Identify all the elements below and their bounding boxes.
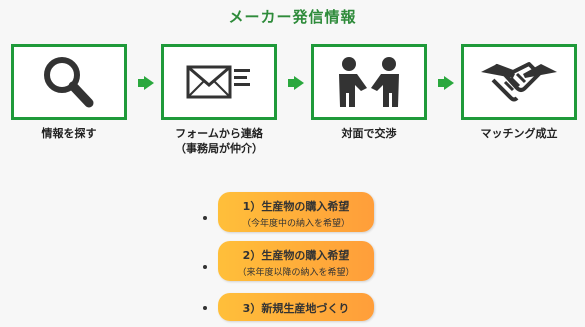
step-label-search: 情報を探す [0, 126, 139, 141]
bullet-point [203, 265, 207, 269]
step-box-negotiate [311, 44, 427, 120]
handshake-icon [481, 62, 557, 102]
envelope-icon [186, 65, 250, 99]
people-meeting-icon [339, 57, 399, 107]
step-label-matching: マッチング成立 [449, 126, 585, 141]
page-title: メーカー発信情報 [228, 8, 357, 26]
bullet-point [203, 306, 207, 310]
magnifier-icon [44, 57, 94, 108]
step-box-matching [461, 44, 577, 120]
step-box-contact [161, 44, 277, 120]
step-label-text: 対面で交渉 [341, 127, 397, 140]
option-main-text: 2）生産物の購入希望 [242, 249, 350, 262]
step-label-contact: フォームから連絡 （事務局が仲介） [149, 126, 289, 156]
option-pill-2: 2）生産物の購入希望 （来年度以降の納入を希望） [218, 241, 374, 281]
bullet-point [203, 216, 207, 220]
step-label-text: 情報を探す [41, 127, 97, 140]
step-box-search [11, 44, 127, 120]
flow-arrow [288, 76, 304, 90]
step-label-text: フォームから連絡 [175, 127, 263, 140]
step-label-text: マッチング成立 [480, 127, 558, 140]
step-label-negotiate: 対面で交渉 [299, 126, 439, 141]
option-pill-1: 1）生産物の購入希望 （今年度中の納入を希望） [218, 192, 374, 232]
option-main-text: 3）新規生産地づくり [242, 302, 350, 315]
option-sub-text: （来年度以降の納入を希望） [237, 268, 355, 278]
option-pill-3: 3）新規生産地づくり [218, 293, 374, 321]
step-sublabel-text: （事務局が仲介） [175, 142, 263, 155]
option-main-text: 1）生産物の購入希望 [242, 200, 350, 213]
flow-arrow [438, 76, 454, 90]
option-sub-text: （今年度中の納入を希望） [241, 219, 350, 229]
flow-arrow [138, 76, 154, 90]
